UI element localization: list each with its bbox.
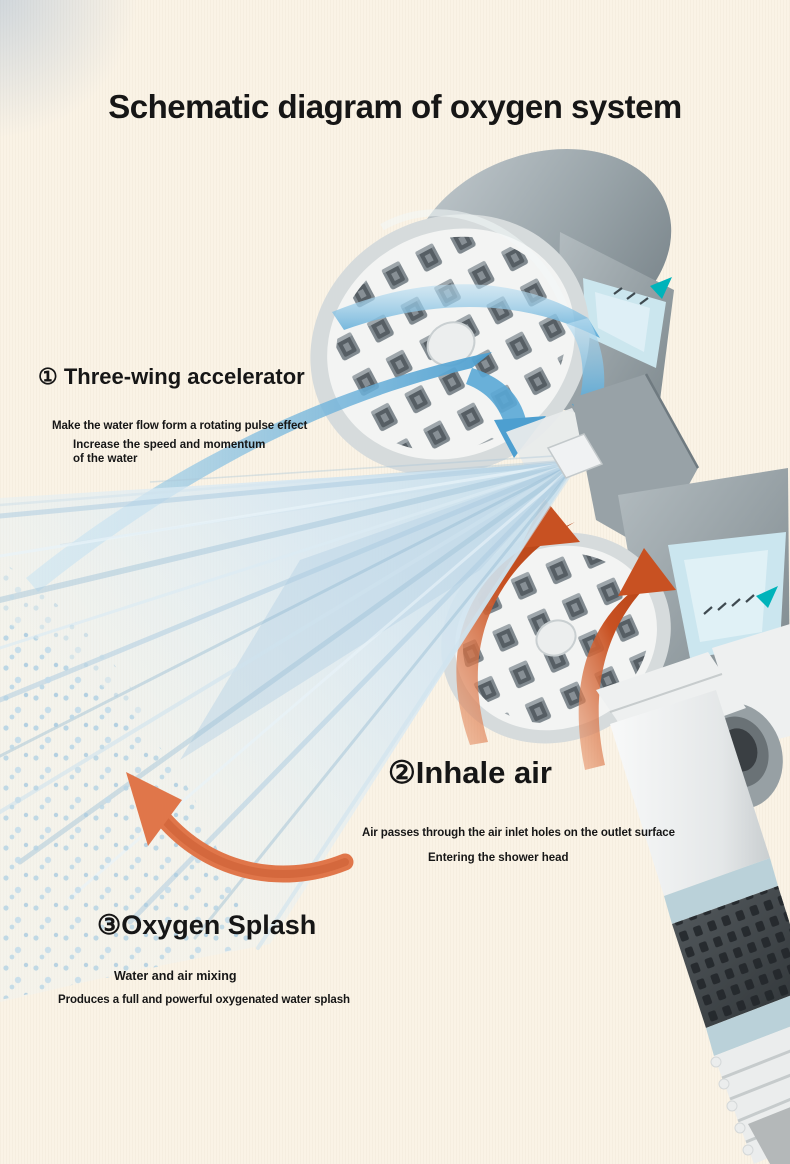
section3-heading: ③Oxygen Splash xyxy=(97,910,317,940)
air-intake-arrows xyxy=(456,498,676,770)
spray-rotation-arrow xyxy=(126,772,354,883)
section3-line2: Produces a full and powerful oxygenated … xyxy=(58,994,350,1006)
lower-inlet-teal-arrow xyxy=(756,586,778,608)
water-swoosh-top xyxy=(332,284,600,338)
handle-body xyxy=(610,690,770,896)
spray-core xyxy=(180,462,578,760)
top-inlet-teal-arrow xyxy=(650,277,672,299)
top-chamber-highlight xyxy=(595,292,650,352)
air-arrowhead-inner xyxy=(618,548,676,596)
section1-heading: ① Three-wing accelerator xyxy=(38,364,305,389)
top-face-glass-edge xyxy=(322,209,578,481)
section1-line2: Increase the speed and momentum of the w… xyxy=(73,439,266,466)
air-arrow-outer xyxy=(456,522,575,745)
nozzle-tip xyxy=(546,433,604,479)
spray-droplets-outer xyxy=(0,560,150,760)
air-arrow-inner xyxy=(578,572,662,770)
section2-line1: Air passes through the air inlet holes o… xyxy=(362,827,675,839)
air-arrowhead-outer xyxy=(520,498,580,548)
lower-face-hub xyxy=(535,619,577,657)
lower-air-inlet-ticks xyxy=(703,594,755,615)
water-swoosh-hook xyxy=(466,368,526,428)
rotation-arrowhead xyxy=(126,772,182,846)
handle-assembly xyxy=(596,624,790,1164)
section1-line1: Make the water flow form a rotating puls… xyxy=(52,420,308,432)
handle-ring-bottom xyxy=(706,995,790,1056)
connector-edge xyxy=(644,373,700,469)
yoke-seam xyxy=(609,673,723,713)
hose-connector-tail xyxy=(748,1107,790,1164)
water-spray xyxy=(0,433,604,1002)
pivot-backplate xyxy=(712,624,790,748)
hose-connector xyxy=(710,1026,790,1164)
rotation-arrow-core xyxy=(154,808,349,878)
handle-grip-texture xyxy=(672,886,790,1028)
section3-line1: Water and air mixing xyxy=(114,969,237,983)
hose-connector-notches xyxy=(710,1056,754,1156)
lower-chamber-highlight xyxy=(684,550,768,642)
top-air-inlet-ticks xyxy=(613,287,649,305)
page-title: Schematic diagram of oxygen system xyxy=(108,88,682,125)
handle-ring-top xyxy=(664,858,778,924)
section2-line2: Entering the shower head xyxy=(428,852,569,864)
water-swoosh-down xyxy=(566,318,605,404)
section2-heading: ②Inhale air xyxy=(388,755,552,790)
